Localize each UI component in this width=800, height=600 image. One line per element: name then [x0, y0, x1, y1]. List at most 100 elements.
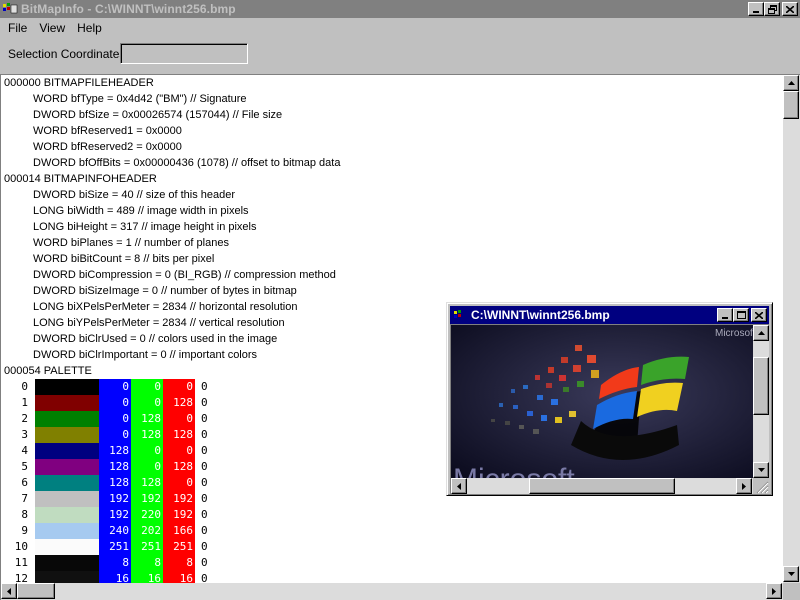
palette-index: 0 [21, 380, 28, 393]
scroll-left-button[interactable] [1, 583, 17, 599]
palette-blue-value: 128 [99, 443, 131, 459]
close-button[interactable] [782, 2, 798, 16]
bitmap-scroll-left-button[interactable] [451, 478, 467, 494]
palette-blue-value: 192 [99, 507, 131, 523]
header-field-line: LONG biXPelsPerMeter = 2834 // horizonta… [33, 301, 298, 313]
palette-green-value: 128 [131, 427, 163, 443]
header-field-line: WORD bfType = 0x4d42 ("BM") // Signature [33, 93, 247, 105]
bitmap-scroll-down-button[interactable] [753, 462, 769, 478]
palette-green-value: 0 [131, 459, 163, 475]
palette-color-swatch [35, 395, 99, 411]
scroll-down-button[interactable] [783, 566, 799, 582]
arrow-down-icon [787, 572, 795, 576]
palette-color-swatch [35, 427, 99, 443]
header-field-line: LONG biYPelsPerMeter = 2834 // vertical … [33, 317, 285, 329]
palette-red-value: 0 [163, 475, 195, 491]
palette-green-value: 192 [131, 491, 163, 507]
palette-reserved-value: 0 [201, 492, 208, 505]
palette-green-value: 16 [131, 571, 163, 583]
bitmap-window-title-bar[interactable]: C:\WINNT\winnt256.bmp [450, 306, 769, 324]
palette-reserved-value: 0 [201, 572, 208, 583]
palette-index: 3 [21, 428, 28, 441]
bitmap-vertical-scroll-thumb[interactable] [753, 357, 769, 415]
bitmap-view[interactable]: Microsoft Microsoft [450, 324, 769, 494]
header-field-line: WORD biPlanes = 1 // number of planes [33, 237, 229, 249]
windows-logo-image [451, 325, 753, 478]
bitmap-close-button[interactable] [751, 308, 767, 322]
palette-red-value: 128 [163, 427, 195, 443]
palette-blue-value: 128 [99, 475, 131, 491]
palette-reserved-value: 0 [201, 556, 208, 569]
bitmap-window-title: C:\WINNT\winnt256.bmp [471, 308, 610, 322]
section-heading: 000000 BITMAPFILEHEADER [4, 77, 154, 89]
header-field-line: DWORD bfOffBits = 0x00000436 (1078) // o… [33, 157, 341, 169]
palette-color-swatch [35, 443, 99, 459]
close-icon [786, 5, 794, 13]
scroll-right-button[interactable] [766, 583, 782, 599]
horizontal-scroll-thumb[interactable] [17, 583, 55, 599]
palette-index: 4 [21, 444, 28, 457]
palette-index: 5 [21, 460, 28, 473]
palette-reserved-value: 0 [201, 508, 208, 521]
palette-color-swatch [35, 475, 99, 491]
palette-blue-value: 251 [99, 539, 131, 555]
image-caption-top: Microsoft [715, 328, 753, 339]
restore-button[interactable] [764, 2, 780, 16]
palette-index: 1 [21, 396, 28, 409]
vertical-scroll-thumb[interactable] [783, 91, 799, 119]
bitmap-image: Microsoft Microsoft [451, 325, 753, 478]
selection-coordinates-field[interactable] [120, 43, 248, 64]
palette-index: 9 [21, 524, 28, 537]
header-field-line: DWORD bfSize = 0x00026574 (157044) // Fi… [33, 109, 283, 121]
palette-reserved-value: 0 [201, 476, 208, 489]
palette-red-value: 128 [163, 459, 195, 475]
scroll-corner [783, 583, 800, 600]
app-icon[interactable] [2, 2, 18, 16]
bitmap-resize-grip[interactable] [753, 478, 769, 494]
bitmap-horizontal-scrollbar[interactable] [451, 478, 753, 494]
palette-green-value: 0 [131, 395, 163, 411]
header-field-line: LONG biHeight = 317 // image height in p… [33, 221, 257, 233]
palette-green-value: 0 [131, 443, 163, 459]
bitmap-scroll-right-button[interactable] [736, 478, 752, 494]
menu-file[interactable]: File [8, 21, 28, 35]
vertical-scrollbar[interactable] [783, 75, 800, 583]
palette-blue-value: 192 [99, 491, 131, 507]
palette-green-value: 8 [131, 555, 163, 571]
header-field-line: LONG biWidth = 489 // image width in pix… [33, 205, 249, 217]
bitmap-minimize-button[interactable] [717, 308, 733, 322]
bitmap-scroll-up-button[interactable] [753, 325, 769, 341]
scroll-up-button[interactable] [783, 75, 799, 91]
horizontal-scrollbar[interactable] [1, 583, 783, 600]
bitmap-maximize-button[interactable] [733, 308, 749, 322]
bitmap-window-icon[interactable] [453, 309, 467, 321]
bitmap-horizontal-scroll-thumb[interactable] [529, 478, 675, 494]
bitmap-preview-window[interactable]: C:\WINNT\winnt256.bmp [446, 302, 773, 496]
menu-view[interactable]: View [39, 21, 66, 35]
maximize-icon [736, 311, 746, 319]
palette-blue-value: 0 [99, 427, 131, 443]
menu-help[interactable]: Help [77, 21, 102, 35]
minimize-button[interactable] [748, 2, 764, 16]
palette-color-swatch [35, 459, 99, 475]
palette-reserved-value: 0 [201, 380, 208, 393]
palette-blue-value: 0 [99, 411, 131, 427]
window-title: BitMapInfo - C:\WINNT\winnt256.bmp [21, 2, 236, 16]
palette-reserved-value: 0 [201, 524, 208, 537]
main-title-bar[interactable]: BitMapInfo - C:\WINNT\winnt256.bmp [0, 0, 800, 18]
palette-reserved-value: 0 [201, 540, 208, 553]
bitmap-vertical-scrollbar[interactable] [753, 325, 769, 478]
palette-red-value: 192 [163, 507, 195, 523]
palette-blue-value: 8 [99, 555, 131, 571]
palette-reserved-value: 0 [201, 396, 208, 409]
palette-color-swatch [35, 523, 99, 539]
arrow-up-icon [757, 331, 765, 335]
section-heading: 000054 PALETTE [4, 365, 92, 377]
palette-red-value: 8 [163, 555, 195, 571]
